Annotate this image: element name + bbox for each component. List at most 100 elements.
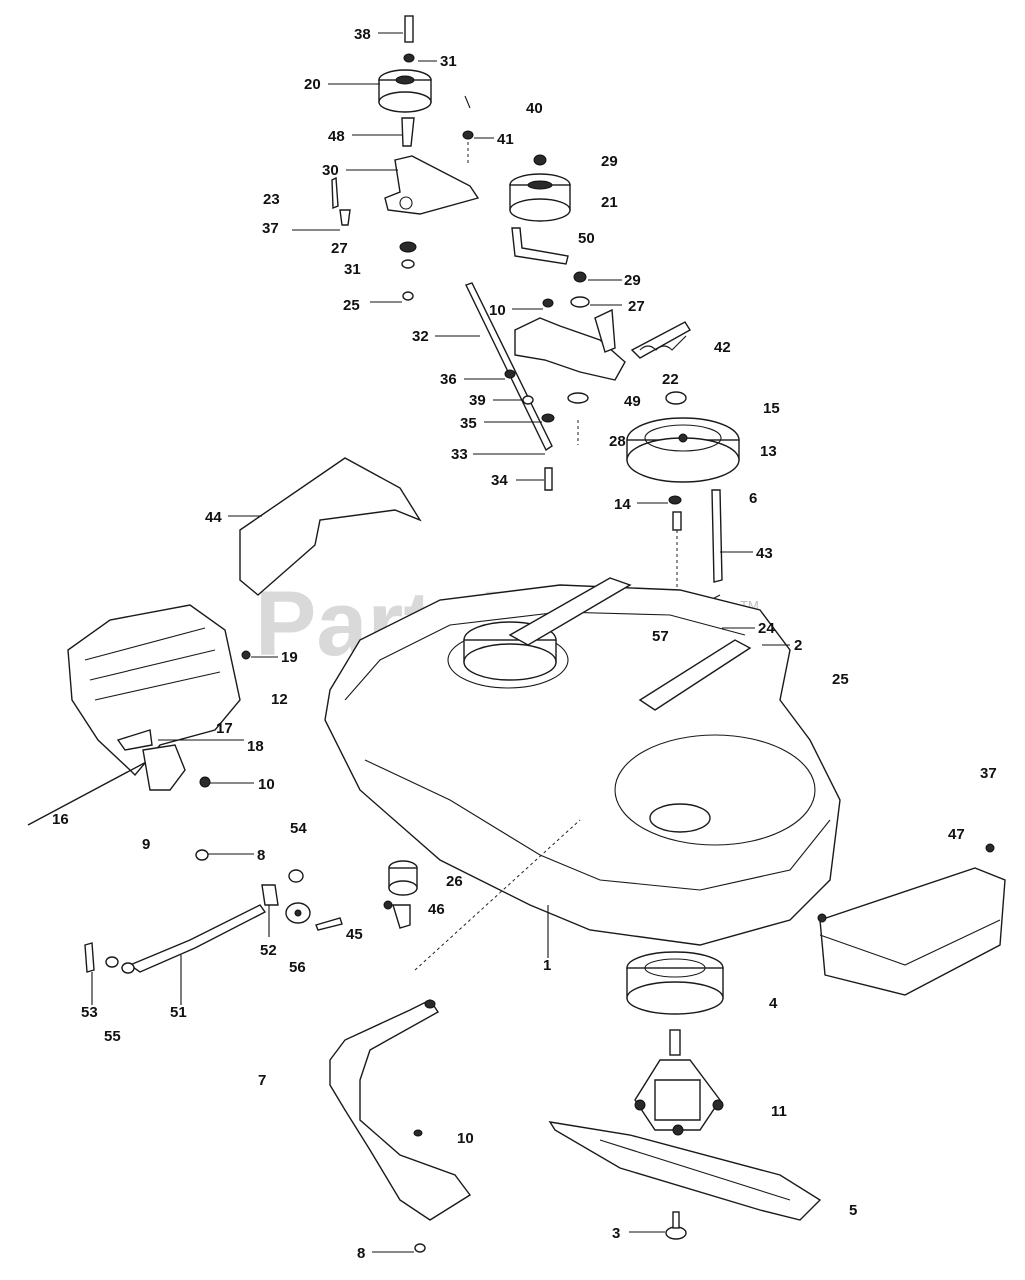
callout-52[interactable]: 52 <box>260 942 277 959</box>
nut-part[interactable] <box>241 650 251 660</box>
bracket-part[interactable] <box>116 729 153 751</box>
callout-20[interactable]: 20 <box>304 76 321 93</box>
callout-57[interactable]: 57 <box>652 628 669 645</box>
callout-38[interactable]: 38 <box>354 26 371 43</box>
callout-42[interactable]: 42 <box>714 339 731 356</box>
washer-part[interactable] <box>403 53 415 63</box>
callout-9[interactable]: 9 <box>142 836 150 853</box>
callout-33[interactable]: 33 <box>451 446 468 463</box>
callout-29b[interactable]: 29 <box>624 272 641 289</box>
lift-rod-part[interactable] <box>128 904 267 973</box>
bolt-part[interactable] <box>817 913 827 923</box>
bearing-part[interactable] <box>399 241 417 253</box>
bolt-part[interactable] <box>404 15 414 43</box>
callout-3[interactable]: 3 <box>612 1225 620 1242</box>
callout-25b[interactable]: 25 <box>832 671 849 688</box>
blade-part[interactable] <box>548 1121 822 1221</box>
idler-bracket-part[interactable] <box>514 317 626 381</box>
callout-10b[interactable]: 10 <box>258 776 275 793</box>
belt-guide-part[interactable] <box>511 227 569 265</box>
callout-32[interactable]: 32 <box>412 328 429 345</box>
callout-36[interactable]: 36 <box>440 371 457 388</box>
washer-part[interactable] <box>668 495 682 505</box>
right-shield-part[interactable] <box>819 867 1006 996</box>
callout-5[interactable]: 5 <box>849 1202 857 1219</box>
callout-17[interactable]: 17 <box>216 720 233 737</box>
nut-part[interactable] <box>402 291 414 301</box>
callout-28[interactable]: 28 <box>609 433 626 450</box>
callout-12[interactable]: 12 <box>271 691 288 708</box>
callout-15[interactable]: 15 <box>763 400 780 417</box>
callout-6[interactable]: 6 <box>749 490 757 507</box>
callout-7[interactable]: 7 <box>258 1072 266 1089</box>
callout-31[interactable]: 31 <box>440 53 457 70</box>
callout-25[interactable]: 25 <box>343 297 360 314</box>
callout-29[interactable]: 29 <box>601 153 618 170</box>
callout-37[interactable]: 37 <box>262 220 279 237</box>
callout-1[interactable]: 1 <box>543 957 551 974</box>
callout-14[interactable]: 14 <box>614 496 631 513</box>
callout-51[interactable]: 51 <box>170 1004 187 1021</box>
callout-10c[interactable]: 10 <box>457 1130 474 1147</box>
blade-bolt-part[interactable] <box>665 1226 687 1240</box>
callout-46[interactable]: 46 <box>428 901 445 918</box>
nut-part[interactable] <box>533 154 547 166</box>
bolt-part[interactable] <box>414 1243 426 1253</box>
callout-43[interactable]: 43 <box>756 545 773 562</box>
idler-arm-part[interactable] <box>384 155 480 215</box>
callout-48[interactable]: 48 <box>328 128 345 145</box>
pin-part[interactable] <box>315 917 343 931</box>
callout-50[interactable]: 50 <box>578 230 595 247</box>
spacer-part[interactable] <box>665 391 687 405</box>
pin-part[interactable] <box>464 95 471 109</box>
nut-part[interactable] <box>199 776 211 788</box>
spring-part[interactable] <box>630 321 691 359</box>
callout-56[interactable]: 56 <box>289 959 306 976</box>
callout-41[interactable]: 41 <box>497 131 514 148</box>
bushing-part[interactable] <box>339 209 351 226</box>
callout-39[interactable]: 39 <box>469 392 486 409</box>
callout-19[interactable]: 19 <box>281 649 298 666</box>
callout-55[interactable]: 55 <box>104 1028 121 1045</box>
callout-16[interactable]: 16 <box>52 811 69 828</box>
spacer-part[interactable] <box>401 117 415 147</box>
callout-8b[interactable]: 8 <box>357 1245 365 1262</box>
discharge-chute-part[interactable] <box>329 999 472 1221</box>
nut-part[interactable] <box>542 298 554 308</box>
callout-18[interactable]: 18 <box>247 738 264 755</box>
nut-part[interactable] <box>462 130 474 140</box>
washer-part[interactable] <box>570 296 590 308</box>
callout-4[interactable]: 4 <box>769 995 778 1012</box>
callout-13[interactable]: 13 <box>760 443 777 460</box>
callout-27b[interactable]: 27 <box>628 298 645 315</box>
callout-26[interactable]: 26 <box>446 873 463 890</box>
callout-37b[interactable]: 37 <box>980 765 997 782</box>
pin-part[interactable] <box>544 467 553 491</box>
callout-22[interactable]: 22 <box>662 371 679 388</box>
belt-cover-part[interactable] <box>67 604 241 777</box>
callout-47[interactable]: 47 <box>948 826 965 843</box>
bolt-part[interactable] <box>195 849 209 861</box>
callout-34[interactable]: 34 <box>491 472 508 489</box>
bolt-part[interactable] <box>985 843 995 853</box>
bracket-part[interactable] <box>142 744 186 791</box>
callout-21[interactable]: 21 <box>601 194 618 211</box>
belt-keeper-part[interactable] <box>711 489 723 583</box>
callout-8[interactable]: 8 <box>257 847 265 864</box>
bolt-part[interactable] <box>331 176 339 210</box>
callout-49[interactable]: 49 <box>624 393 641 410</box>
nut-part[interactable] <box>541 413 555 423</box>
callout-24[interactable]: 24 <box>758 620 775 637</box>
nut-part[interactable] <box>573 271 587 283</box>
tension-rod-part[interactable] <box>465 282 553 452</box>
callout-30[interactable]: 30 <box>322 162 339 179</box>
belt-shield-part[interactable] <box>239 457 422 596</box>
callout-44[interactable]: 44 <box>205 509 222 526</box>
callout-11[interactable]: 11 <box>771 1103 787 1120</box>
callout-54[interactable]: 54 <box>290 820 307 837</box>
callout-23[interactable]: 23 <box>263 191 280 208</box>
callout-2[interactable]: 2 <box>794 637 802 654</box>
callout-45[interactable]: 45 <box>346 926 363 943</box>
bolt-part[interactable] <box>672 511 682 531</box>
deck-shell-part[interactable] <box>324 584 841 946</box>
